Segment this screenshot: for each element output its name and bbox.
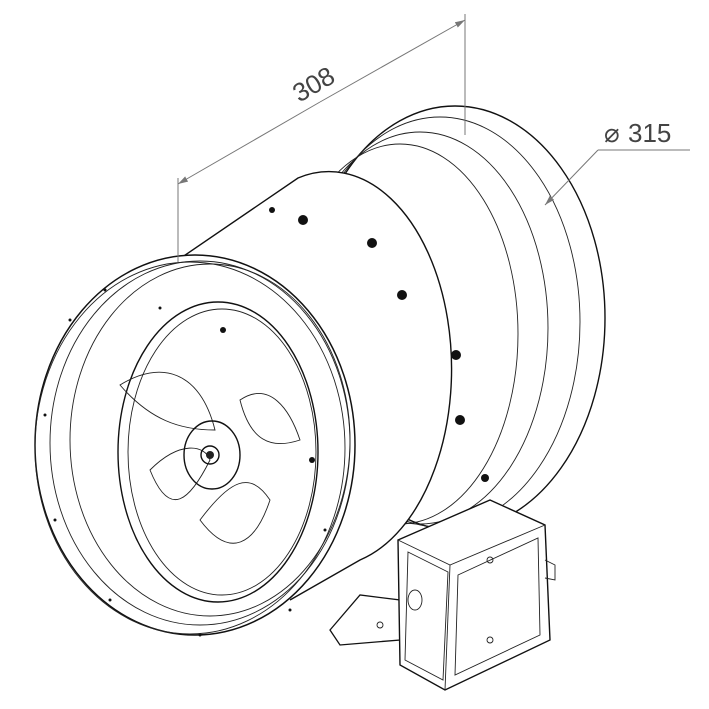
diameter-symbol: ⌀: [604, 118, 620, 148]
impeller: [119, 371, 301, 544]
mounting-holes: [269, 207, 489, 482]
diameter-label: 315: [628, 118, 671, 148]
length-label: 308: [287, 60, 340, 108]
diameter-dimension: ⌀ 315: [544, 118, 690, 206]
front-ring: [34, 254, 356, 637]
junction-box: [329, 499, 556, 691]
